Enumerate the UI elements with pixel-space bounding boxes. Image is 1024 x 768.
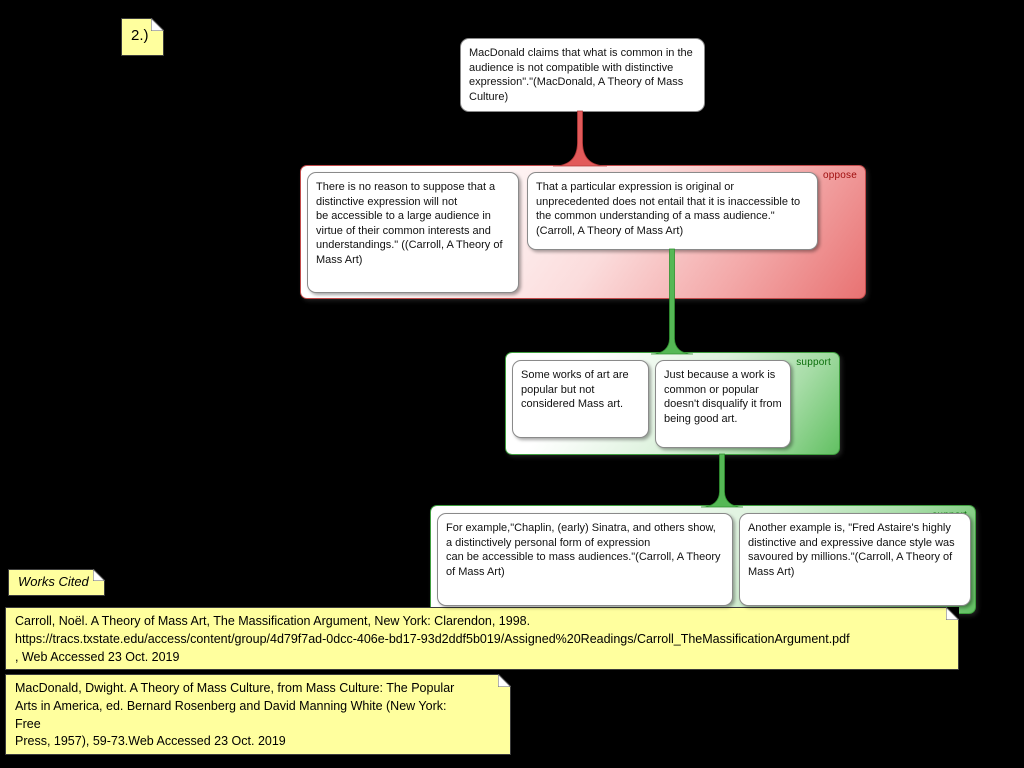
citation-macdonald-text: MacDonald, Dwight. A Theory of Mass Cult… xyxy=(15,681,455,749)
note-fold-corner-icon xyxy=(151,18,164,31)
support-1-box-2-text: Just because a work is common or popular… xyxy=(664,369,785,425)
note-fold-corner-icon xyxy=(498,674,511,687)
support-2-box-1[interactable]: For example,"Chaplin, (early) Sinatra, a… xyxy=(437,513,733,606)
claim-text: MacDonald claims that what is common in … xyxy=(469,47,696,103)
works-cited-label: Works Cited xyxy=(18,574,89,589)
citation-carroll-text: Carroll, Noël. A Theory of Mass Art, The… xyxy=(15,614,850,664)
support-connector-2-icon xyxy=(700,453,744,508)
support-1-box-1[interactable]: Some works of art are popular but not co… xyxy=(512,360,649,438)
oppose-box-2-text: That a particular expression is original… xyxy=(536,181,804,237)
note-fold-corner-icon xyxy=(93,569,105,581)
works-cited-note[interactable]: Works Cited xyxy=(8,569,105,596)
support-2-box-2-text: Another example is, "Fred Astaire's high… xyxy=(748,522,958,578)
sticky-note-number[interactable]: 2.) xyxy=(121,18,164,56)
note-fold-corner-icon xyxy=(946,607,959,620)
oppose-box-1[interactable]: There is no reason to suppose that a dis… xyxy=(307,172,519,293)
citation-note-carroll[interactable]: Carroll, Noël. A Theory of Mass Art, The… xyxy=(5,607,959,670)
support-1-box-1-text: Some works of art are popular but not co… xyxy=(521,369,632,411)
oppose-group-label: oppose xyxy=(822,170,857,181)
note-number-label: 2.) xyxy=(131,27,149,44)
oppose-box-1-text: There is no reason to suppose that a dis… xyxy=(316,181,503,266)
oppose-box-2[interactable]: That a particular expression is original… xyxy=(527,172,818,250)
support-2-box-2[interactable]: Another example is, "Fred Astaire's high… xyxy=(739,513,971,606)
support-2-box-1-text: For example,"Chaplin, (early) Sinatra, a… xyxy=(446,522,721,578)
support-1-box-2[interactable]: Just because a work is common or popular… xyxy=(655,360,791,448)
oppose-connector-icon xyxy=(552,110,608,167)
claim-box-main[interactable]: MacDonald claims that what is common in … xyxy=(460,38,705,112)
citation-note-macdonald[interactable]: MacDonald, Dwight. A Theory of Mass Cult… xyxy=(5,674,511,755)
support-group-1-label: support xyxy=(796,357,831,368)
